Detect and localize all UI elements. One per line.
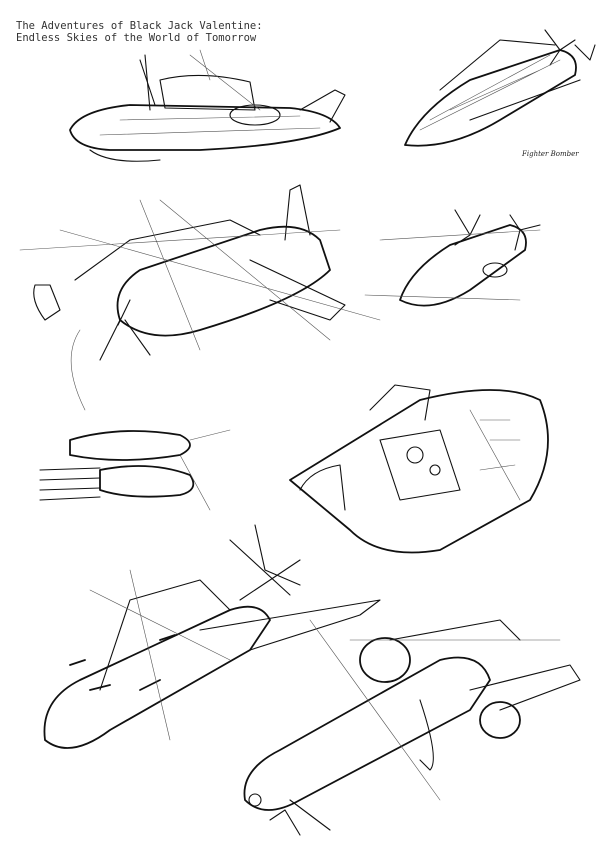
- sketch-aircraft-twin-prop: [364, 209, 541, 307]
- handwritten-note: Fighter Bomber: [522, 150, 579, 158]
- sketch-gun-pod: [39, 429, 231, 511]
- sketch-aircraft-prop-transport: [69, 49, 346, 162]
- sketch-aircraft-prop-fighter: [43, 524, 381, 749]
- title-line-2: Endless Skies of the World of Tomorrow: [16, 32, 257, 44]
- sketch-aircraft-fighter-bomber: [404, 29, 596, 147]
- title-line-1: The Adventures of Black Jack Valentine:: [16, 20, 263, 32]
- sketch-aircraft-heavy-fighter: [19, 184, 381, 411]
- sheet-title: The Adventures of Black Jack Valentine:E…: [16, 20, 263, 44]
- sketch-cockpit-cutaway: [289, 384, 549, 554]
- sketch-aircraft-jet-gunship: [243, 619, 581, 836]
